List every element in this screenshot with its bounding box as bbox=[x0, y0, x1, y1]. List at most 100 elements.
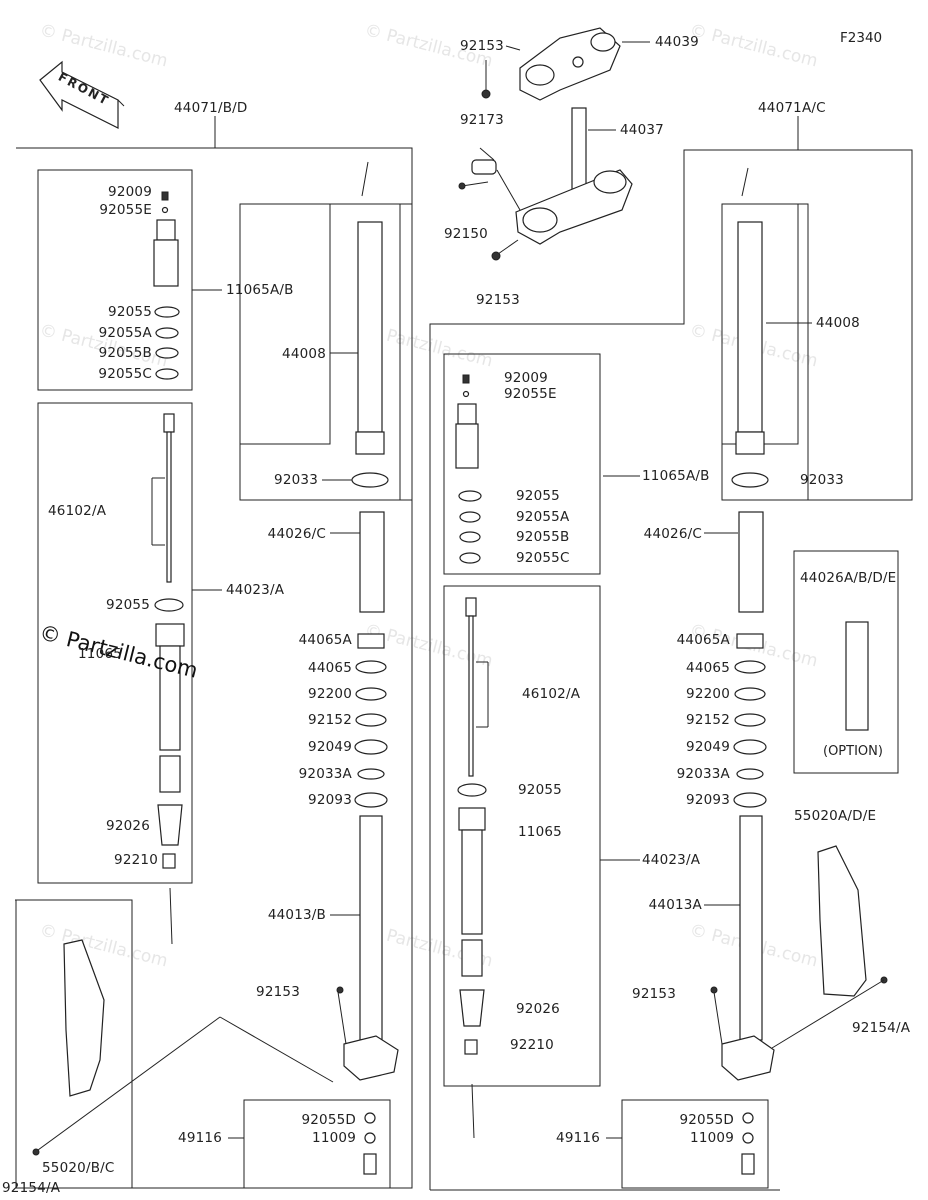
right-inner-tube-parts bbox=[457, 597, 487, 1055]
left-cartridge-parts bbox=[153, 191, 180, 380]
part-label[interactable]: 92055E bbox=[504, 386, 557, 402]
right-cartridge-box bbox=[443, 353, 601, 575]
left-lower-tube bbox=[336, 815, 399, 1175]
part-label[interactable]: 11065A/B bbox=[226, 282, 294, 298]
part-label[interactable]: 92152 bbox=[686, 712, 730, 728]
left-inner-tube-parts bbox=[154, 413, 185, 869]
part-label[interactable]: 92055 bbox=[516, 488, 560, 504]
part-label[interactable]: 92153 bbox=[460, 38, 504, 54]
option-label: (OPTION) bbox=[823, 744, 883, 759]
part-label[interactable]: 92049 bbox=[686, 739, 730, 755]
part-label[interactable]: 92033A bbox=[676, 766, 730, 782]
part-label[interactable]: 92009 bbox=[108, 184, 152, 200]
part-label[interactable]: 92055 bbox=[106, 597, 150, 613]
part-label[interactable]: 11009 bbox=[690, 1130, 734, 1146]
left-fork-guard bbox=[32, 939, 334, 1156]
part-label[interactable]: 92055C bbox=[98, 366, 152, 382]
part-label[interactable]: 92154/A bbox=[852, 1020, 911, 1036]
part-label[interactable]: 92026 bbox=[106, 818, 150, 834]
front-arrow-icon bbox=[39, 60, 125, 129]
screw-92150 bbox=[458, 181, 489, 190]
left-spring-seals bbox=[354, 511, 388, 808]
steering-stem-lower-clamp bbox=[515, 107, 633, 245]
part-label[interactable]: 44065A bbox=[298, 632, 352, 648]
part-label[interactable]: 11009 bbox=[312, 1130, 356, 1146]
part-label[interactable]: 92055B bbox=[98, 345, 152, 361]
diagram-code: F2340 bbox=[840, 30, 883, 46]
right-spring-seals bbox=[733, 511, 767, 808]
part-label[interactable]: 44023/A bbox=[642, 852, 701, 868]
part-label[interactable]: 92055E bbox=[99, 202, 152, 218]
part-label[interactable]: 11065A/B bbox=[642, 468, 710, 484]
part-label[interactable]: 49116 bbox=[178, 1130, 222, 1146]
part-label[interactable]: 92173 bbox=[460, 112, 504, 128]
right-inner-tube-box bbox=[443, 585, 601, 1087]
part-label[interactable]: 44013A bbox=[648, 897, 702, 913]
part-label[interactable]: 92093 bbox=[686, 792, 730, 808]
part-label[interactable]: 44065 bbox=[686, 660, 730, 676]
part-label[interactable]: 44026/C bbox=[643, 526, 702, 542]
right-lower-tube bbox=[710, 815, 775, 1175]
part-label[interactable]: 49116 bbox=[556, 1130, 600, 1146]
part-label[interactable]: 11065 bbox=[518, 824, 562, 840]
part-label[interactable]: 92033 bbox=[800, 472, 844, 488]
part-label[interactable]: 92200 bbox=[308, 686, 352, 702]
part-label[interactable]: 55020A/D/E bbox=[794, 808, 877, 824]
part-label[interactable]: 44065 bbox=[308, 660, 352, 676]
right-fork-guard bbox=[771, 845, 888, 1049]
part-label[interactable]: 44039 bbox=[655, 34, 699, 50]
right-outer-tube-box bbox=[721, 203, 809, 501]
part-label[interactable]: 44008 bbox=[816, 315, 860, 331]
part-label[interactable]: 46102/A bbox=[522, 686, 581, 702]
part-label[interactable]: 92009 bbox=[504, 370, 548, 386]
leader-lines bbox=[151, 41, 812, 1139]
part-label[interactable]: 92055 bbox=[518, 782, 562, 798]
part-label[interactable]: 92055D bbox=[301, 1112, 356, 1128]
part-label[interactable]: 92055A bbox=[516, 509, 570, 525]
right-cartridge-parts bbox=[455, 374, 482, 564]
part-label[interactable]: 92210 bbox=[114, 852, 158, 868]
right-assembly-outline bbox=[429, 149, 913, 1190]
part-label[interactable]: 92055B bbox=[516, 529, 570, 545]
option-spring bbox=[845, 621, 869, 731]
part-label[interactable]: 92055A bbox=[98, 325, 152, 341]
part-label[interactable]: 44071/B/D bbox=[174, 100, 248, 116]
part-label[interactable]: 11065 bbox=[78, 646, 122, 662]
part-label[interactable]: 44023/A bbox=[226, 582, 285, 598]
left-outer-tube bbox=[351, 221, 389, 488]
part-label[interactable]: 92055C bbox=[516, 550, 570, 566]
part-label[interactable]: 44065A bbox=[676, 632, 730, 648]
bolt-92153-lower bbox=[491, 239, 519, 261]
part-label[interactable]: 92154/A bbox=[2, 1180, 61, 1196]
part-label[interactable]: 92055 bbox=[108, 304, 152, 320]
part-label[interactable]: 55020/B/C bbox=[42, 1160, 115, 1176]
part-label[interactable]: 92152 bbox=[308, 712, 352, 728]
part-label[interactable]: 44026A/B/D/E bbox=[800, 570, 897, 586]
part-label[interactable]: 92150 bbox=[444, 226, 488, 242]
part-label[interactable]: 92049 bbox=[308, 739, 352, 755]
left-axle-box bbox=[243, 1099, 391, 1189]
part-label[interactable]: 92153 bbox=[632, 986, 676, 1002]
part-label[interactable]: 46102/A bbox=[48, 503, 107, 519]
part-label[interactable]: 92153 bbox=[256, 984, 300, 1000]
part-label[interactable]: 44071A/C bbox=[758, 100, 826, 116]
part-label[interactable]: 92153 bbox=[476, 292, 520, 308]
part-label[interactable]: 92093 bbox=[308, 792, 352, 808]
part-label[interactable]: 92200 bbox=[686, 686, 730, 702]
part-label[interactable]: 92033A bbox=[298, 766, 352, 782]
part-label[interactable]: 92026 bbox=[516, 1001, 560, 1017]
left-inner-tube-box bbox=[37, 402, 193, 884]
part-label[interactable]: 92055D bbox=[679, 1112, 734, 1128]
part-label[interactable]: 44026/C bbox=[267, 526, 326, 542]
part-label[interactable]: 44008 bbox=[282, 346, 326, 362]
left-cartridge-box bbox=[37, 169, 193, 391]
guide-arrows bbox=[169, 161, 749, 1139]
part-label[interactable]: 44037 bbox=[620, 122, 664, 138]
part-label[interactable]: 44013/B bbox=[267, 907, 326, 923]
bolt-92153-top bbox=[481, 60, 491, 99]
part-label[interactable]: 92033 bbox=[274, 472, 318, 488]
part-label[interactable]: 92210 bbox=[510, 1037, 554, 1053]
right-axle-box bbox=[621, 1099, 769, 1189]
